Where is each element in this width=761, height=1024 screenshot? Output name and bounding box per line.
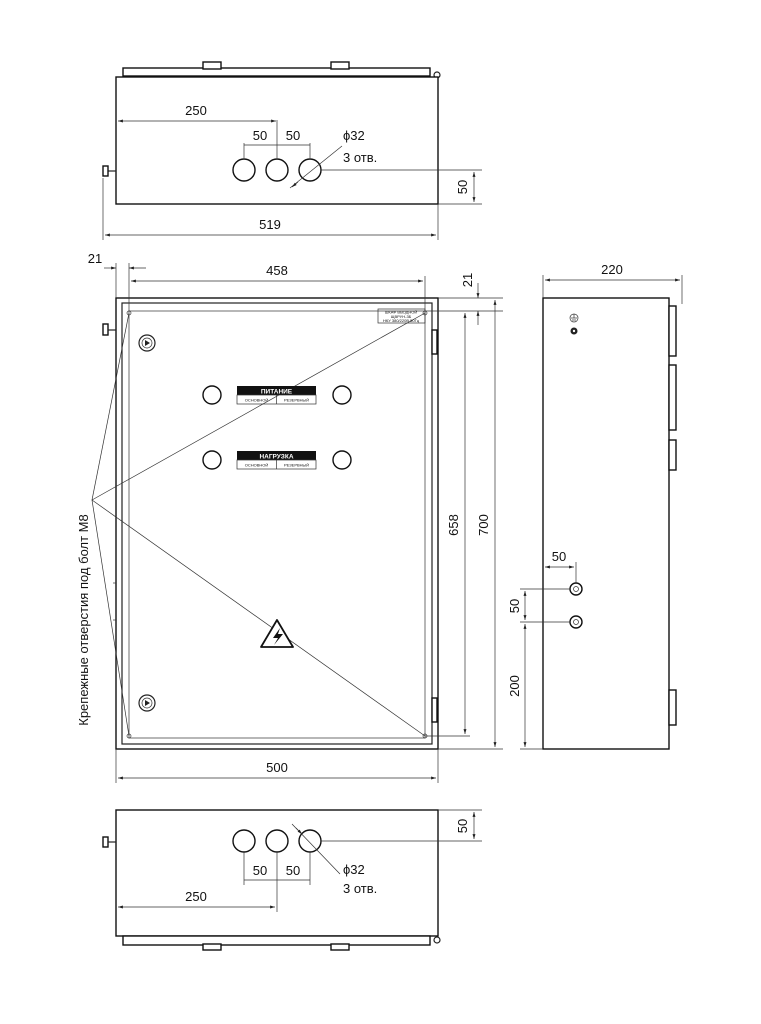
front-view-inner-frame	[128, 310, 426, 739]
side-view-dim-50-horizontal: 50	[552, 549, 566, 564]
bottom-view-dim-50-depth: 50	[455, 819, 470, 833]
bottom-view-hole-2	[265, 829, 289, 853]
front-view-lock-bottom	[138, 694, 156, 712]
svg-text:ОСНОВНОЙ: ОСНОВНОЙ	[245, 398, 269, 403]
front-view-pin	[102, 323, 109, 336]
bottom-view-dim-250: 250	[185, 889, 207, 904]
bottom-view-hole-count: 3 отв.	[343, 881, 377, 896]
side-view-dim-50-vertical: 50	[507, 599, 522, 613]
bottom-view-hole-diameter: ϕ32	[343, 862, 365, 877]
top-view-pin	[102, 165, 109, 177]
front-view-dim-21-top: 21	[460, 273, 475, 287]
svg-text:НАГРУЗКА: НАГРУЗКА	[259, 454, 293, 461]
front-view-dim-658: 658	[446, 514, 461, 536]
side-view-dim-220: 220	[601, 262, 623, 277]
front-view-lock-top	[138, 334, 156, 352]
front-view: Крепежные отверстия под болт М8 ШКАФ ВВО…	[76, 251, 503, 783]
svg-text:ШКАФ ВВОДНОЙ: ШКАФ ВВОДНОЙ	[385, 310, 418, 315]
bottom-view-hinge	[330, 943, 350, 951]
top-view-hinge	[330, 61, 350, 70]
top-view-hole-count: 3 отв.	[343, 150, 377, 165]
front-view-mounting-note: Крепежные отверстия под болт М8	[76, 514, 91, 726]
svg-text:РЕЗЕРВНЫЙ: РЕЗЕРВНЫЙ	[284, 463, 309, 468]
svg-text:ОСНОВНОЙ: ОСНОВНОЙ	[245, 463, 269, 468]
side-view-hole-2	[569, 615, 583, 629]
top-view-hole-diameter: ϕ32	[343, 128, 365, 143]
bottom-view-pin	[102, 836, 109, 848]
top-view: 250 50 50 ϕ32 3 отв. 50 519	[102, 61, 482, 240]
svg-text:НКУ 380/220В 50Гц: НКУ 380/220В 50Гц	[383, 318, 420, 323]
bottom-view-screw	[433, 936, 441, 944]
bottom-view-dim-50b: 50	[286, 863, 300, 878]
front-view-hinge	[431, 697, 438, 723]
front-view-dim-21-left: 21	[88, 251, 102, 266]
bottom-view-flange	[122, 935, 431, 946]
front-view-label-load: НАГРУЗКА ОСНОВНОЙ РЕЗЕРВНЫЙ	[236, 451, 317, 470]
top-view-flange	[122, 67, 431, 77]
top-view-hole-1	[232, 158, 256, 182]
top-view-hinge	[202, 61, 222, 70]
front-view-body	[115, 297, 439, 750]
bottom-view-hole-1	[232, 829, 256, 853]
bottom-view-dim-50a: 50	[253, 863, 267, 878]
svg-text:ПИТАНИЕ: ПИТАНИЕ	[261, 389, 293, 396]
side-view-hole-1	[569, 582, 583, 596]
top-view-dim-50b: 50	[286, 128, 300, 143]
svg-text:РЕЗЕРВНЫЙ: РЕЗЕРВНЫЙ	[284, 398, 309, 403]
front-view-lamp-power-main	[202, 385, 222, 405]
top-view-hole-2	[265, 158, 289, 182]
side-view-body	[542, 297, 670, 750]
side-view: 220 50 50 200	[507, 262, 683, 750]
front-view-lamp-load-main	[202, 450, 222, 470]
front-view-nameplate: ШКАФ ВВОДНОЙ ЩВРУН-3Б НКУ 380/220В 50Гц	[377, 308, 426, 324]
ground-icon	[569, 313, 579, 323]
bottom-view: 50 50 50 ϕ32 3 отв. 250	[102, 809, 482, 951]
bottom-view-hinge	[202, 943, 222, 951]
front-view-dim-458: 458	[266, 263, 288, 278]
front-view-hinge	[431, 329, 438, 355]
front-view-lamp-load-reserve	[332, 450, 352, 470]
top-view-dim-519: 519	[259, 217, 281, 232]
high-voltage-warning-icon	[260, 619, 294, 648]
top-view-body	[115, 76, 439, 205]
front-view-door	[121, 302, 433, 745]
front-view-lamp-power-reserve	[332, 385, 352, 405]
svg-text:ЩВРУН-3Б: ЩВРУН-3Б	[391, 314, 412, 319]
top-view-dim-50a: 50	[253, 128, 267, 143]
front-view-dim-700: 700	[476, 514, 491, 536]
top-view-dim-50-depth: 50	[455, 180, 470, 194]
side-view-dim-200: 200	[507, 675, 522, 697]
front-view-label-power: ПИТАНИЕ ОСНОВНОЙ РЕЗЕРВНЫЙ	[236, 386, 317, 405]
bottom-view-hole-3	[298, 829, 322, 853]
top-view-dim-250: 250	[185, 103, 207, 118]
front-view-dim-500: 500	[266, 760, 288, 775]
